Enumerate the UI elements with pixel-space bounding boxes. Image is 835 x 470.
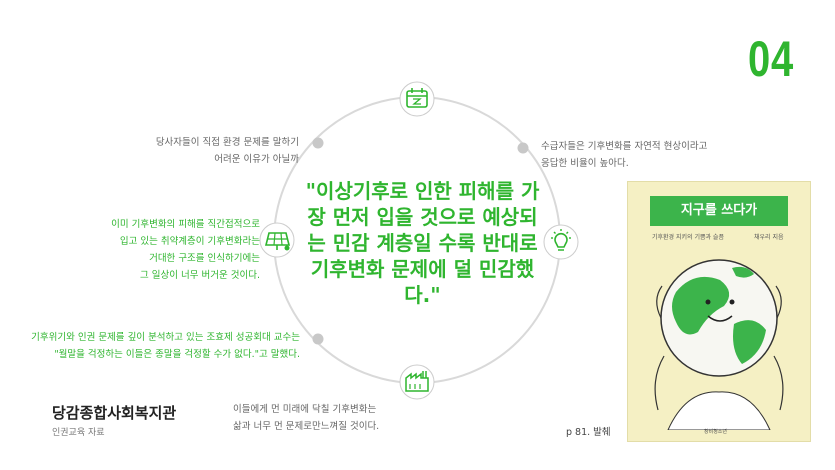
organization-name: 당감종합사회복지관 [52,404,177,422]
organization-subtitle: 인권교육 자료 [52,428,105,438]
note-low-left: 기후위기와 인권 문제를 깊이 분석하고 있는 조효제 성공회대 교수는 "월말… [31,332,300,360]
central-quote: "이상기후로 인한 피해를 가장 먼저 입을 것으로 예상되는 민감 계층일 수… [305,179,540,307]
book-title: 지구를 쓰다가 [650,196,788,226]
book-author: 채우리 지음 [754,234,784,241]
calendar-icon [399,81,435,117]
node-bottom-left [312,333,324,345]
node-top-left [312,137,324,149]
note-mid-left: 이미 기후변화의 피해를 직간접적으로 입고 있는 취약계층이 기후변화라는 거… [111,219,260,281]
factory-icon [399,364,435,400]
note-top-left: 당사자들이 직접 환경 문제를 말하기 어려운 이유가 아닐까 [155,137,299,165]
note-top-right: 수급자들은 기후변화를 자연적 현상이라고 응답한 비율이 높아다. [541,141,708,169]
page-number: 04 [748,31,795,87]
note-bottom: 이들에게 먼 미래에 닥칠 기후변화는 삶과 너무 먼 문제로만느껴질 것이다. [233,404,380,432]
node-top-right [517,142,529,154]
book-publisher: 창비청소년 [704,429,728,435]
globe-illustration [654,259,784,430]
book-subtitle: 기후환경 지키의 기쁨과 슬픔 [652,234,724,241]
book-cover: 지구를 쓰다가 기후환경 지키의 기쁨과 슬픔 채우리 지음 창비청소년 [627,181,811,442]
page-reference: p 81. 발췌 [566,427,611,438]
lightbulb-icon [543,224,579,260]
solar-panel-icon [259,222,295,258]
